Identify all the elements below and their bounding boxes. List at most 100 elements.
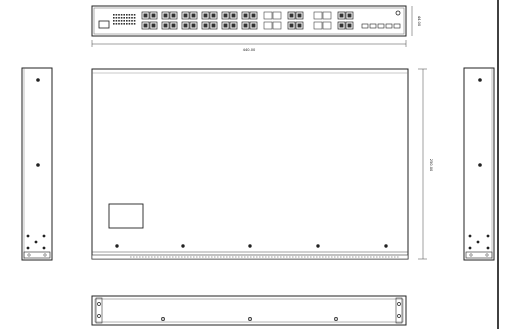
rj45-port-icon: [203, 13, 208, 18]
front-view: 44.00 440.00: [91, 5, 421, 52]
mount-hole-icon: [36, 78, 40, 82]
rj45-port-icon: [191, 23, 196, 28]
rj45-port-icon: [211, 23, 216, 28]
rj45-port-icon: [183, 13, 188, 18]
rj45-port-icon: [143, 23, 148, 28]
rj45-port-icon: [231, 23, 236, 28]
mount-hole-icon: [248, 317, 252, 321]
rj45-port-icon: [231, 13, 236, 18]
status-led-icon: [115, 17, 118, 19]
mount-hole-icon: [384, 244, 388, 248]
status-led-icon: [113, 20, 115, 22]
sfp-port-icon: [313, 11, 323, 20]
sfp-port-icon: [322, 11, 332, 20]
status-led-icon: [120, 23, 123, 25]
mount-hole-icon: [27, 253, 31, 257]
right-side-bracket: [465, 251, 493, 259]
status-led-icon: [133, 20, 136, 22]
front-width-label: 440.00: [243, 48, 256, 52]
status-led-icon: [123, 14, 125, 16]
status-led-icon: [120, 20, 123, 22]
rear-right-ear: [395, 297, 403, 324]
rj45-port-icon: [251, 13, 256, 18]
status-led-icon: [118, 20, 120, 22]
rj45-port-icon: [339, 13, 344, 18]
mgmt-port-icon: [369, 23, 377, 29]
rj45-port-icon: [289, 13, 294, 18]
status-led-icon: [126, 20, 128, 22]
rj45-port-icon: [171, 23, 176, 28]
front-panel-outline: [91, 5, 407, 37]
left-side-view: [21, 67, 53, 261]
left-side-bracket: [23, 251, 51, 259]
rj45-port-icon: [339, 23, 344, 28]
status-led-icon: [128, 17, 131, 19]
rear-view: [91, 295, 407, 326]
top-view-outline: [91, 68, 409, 260]
mount-hole-icon: [26, 246, 30, 250]
rj45-port-icon: [251, 23, 256, 28]
right-side-view: [463, 67, 495, 261]
mount-hole-icon: [43, 253, 47, 257]
mount-hole-icon: [316, 244, 320, 248]
front-panel-inner: [93, 7, 405, 35]
mount-hole-icon: [334, 317, 338, 321]
rear-left-ear: [95, 297, 103, 324]
mount-hole-icon: [486, 234, 490, 238]
front-port-array: [141, 11, 354, 30]
rj45-port-icon: [297, 23, 302, 28]
front-right-ports: [361, 23, 401, 29]
rj45-port-icon: [171, 13, 176, 18]
mount-hole-icon: [397, 314, 401, 318]
rj45-port-icon: [151, 13, 156, 18]
status-led-icon: [113, 14, 115, 16]
status-led-icon: [131, 23, 133, 25]
sfp-port-icon: [313, 21, 323, 30]
depth-label: 250.00: [429, 159, 433, 172]
status-led-icon: [126, 17, 128, 19]
rear-panel-inner: [94, 298, 404, 323]
status-led-icon: [128, 14, 131, 16]
mount-hole-icon: [97, 314, 101, 318]
mount-hole-icon: [397, 302, 401, 306]
mount-hole-icon: [468, 246, 472, 250]
rj45-port-icon: [163, 13, 168, 18]
rj45-port-icon: [203, 23, 208, 28]
mount-hole-icon: [469, 253, 473, 257]
top-view: 250.00: [91, 68, 433, 260]
status-led-icon: [118, 14, 120, 16]
status-led-icon: [115, 14, 118, 16]
mount-hole-icon: [97, 302, 101, 306]
sfp-port-icon: [272, 11, 282, 20]
status-led-icon: [118, 23, 120, 25]
rear-screws: [161, 317, 338, 321]
status-led-grid: [113, 14, 136, 25]
status-led-icon: [128, 20, 131, 22]
label-plate: [108, 203, 144, 229]
rj45-port-icon: [243, 23, 248, 28]
top-mount-holes: [115, 244, 388, 248]
sfp-port-icon: [322, 21, 332, 30]
status-led-icon: [133, 14, 136, 16]
status-led-icon: [128, 23, 131, 25]
mount-hole-icon: [476, 240, 480, 244]
status-led-icon: [126, 14, 128, 16]
mount-hole-icon: [36, 163, 40, 167]
status-led-icon: [131, 20, 133, 22]
mount-hole-icon: [478, 78, 482, 82]
sfp-port-icon: [263, 11, 273, 20]
status-led-icon: [113, 23, 115, 25]
rj45-port-icon: [289, 23, 294, 28]
mgmt-port-icon: [393, 23, 401, 29]
rj45-port-icon: [163, 23, 168, 28]
console-port: [98, 20, 110, 29]
status-led-icon: [123, 23, 125, 25]
rj45-port-icon: [223, 13, 228, 18]
mount-hole-icon: [42, 234, 46, 238]
status-led-icon: [115, 20, 118, 22]
status-led-icon: [118, 17, 120, 19]
mount-hole-icon: [468, 234, 472, 238]
mount-hole-icon: [161, 317, 165, 321]
